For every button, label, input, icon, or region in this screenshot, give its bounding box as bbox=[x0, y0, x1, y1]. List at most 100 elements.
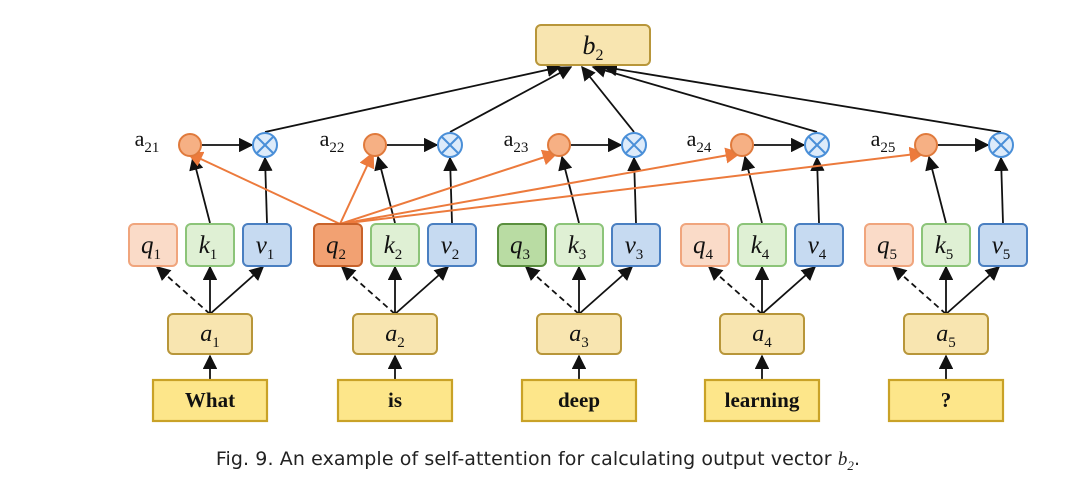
k1-label: k1 bbox=[199, 232, 218, 263]
v2-box bbox=[427, 223, 477, 267]
embedding-a2-box bbox=[352, 313, 438, 355]
figure-caption: Fig. 9. An example of self-attention for… bbox=[0, 448, 1076, 474]
a-to-q-arrow-5 bbox=[891, 266, 947, 315]
a-to-q-arrow-3 bbox=[524, 266, 580, 315]
q5-box bbox=[864, 223, 914, 267]
q3-label: q3 bbox=[510, 232, 530, 263]
multiply-to-b2-arrow-2 bbox=[449, 66, 573, 133]
score-a22-label: a22 bbox=[320, 126, 345, 156]
q2-to-score-a24-arrow bbox=[339, 147, 742, 225]
token-word-2: is bbox=[388, 388, 402, 412]
q4-label: q4 bbox=[693, 232, 714, 263]
k-to-score-arrow-3 bbox=[558, 155, 580, 224]
a-to-q-arrow-2 bbox=[340, 266, 396, 315]
q1-box bbox=[128, 223, 178, 267]
token-box-4 bbox=[703, 378, 821, 423]
k2-label: k2 bbox=[384, 232, 403, 263]
v1-label: v1 bbox=[256, 232, 275, 263]
k1-box bbox=[185, 223, 235, 267]
v4-label: v4 bbox=[808, 232, 827, 263]
multiply-cross-b-3 bbox=[625, 136, 643, 154]
v2-label: v2 bbox=[441, 232, 460, 263]
embedding-a4-box bbox=[719, 313, 805, 355]
score-a25-node bbox=[914, 133, 938, 157]
k4-box bbox=[737, 223, 787, 267]
multiply-to-b2-arrow-1 bbox=[264, 62, 562, 133]
multiply-node-5 bbox=[988, 132, 1014, 158]
token-box-2 bbox=[336, 378, 454, 423]
score-a24-node bbox=[730, 133, 754, 157]
q2-to-score-a21-arrow bbox=[186, 151, 341, 225]
k5-label: k5 bbox=[935, 232, 954, 263]
q2-to-score-a22-arrow bbox=[339, 151, 375, 225]
score-a22-node bbox=[363, 133, 387, 157]
multiply-cross-b-2 bbox=[441, 136, 459, 154]
a-to-v-arrow-3 bbox=[578, 266, 634, 315]
token-box-3 bbox=[520, 378, 638, 423]
embedding-a3-label: a3 bbox=[569, 321, 589, 351]
k3-label: k3 bbox=[568, 232, 587, 263]
caption-var: b bbox=[837, 449, 848, 470]
q2-to-score-a25-arrow bbox=[339, 146, 926, 225]
multiply-cross-b-5 bbox=[992, 136, 1010, 154]
output-b2-box bbox=[535, 24, 651, 66]
caption-prefix: Fig. 9. An example of self-attention for… bbox=[215, 448, 838, 470]
multiply-node-4 bbox=[804, 132, 830, 158]
q4-box bbox=[680, 223, 730, 267]
q2-box bbox=[313, 223, 363, 267]
score-a25-label: a25 bbox=[871, 126, 896, 156]
score-a23-label: a23 bbox=[504, 126, 529, 156]
token-word-5: ? bbox=[941, 388, 952, 412]
token-box-1 bbox=[151, 378, 269, 423]
embedding-a2-label: a2 bbox=[385, 321, 405, 351]
q2-label: q2 bbox=[326, 232, 346, 263]
q1-label: q1 bbox=[141, 232, 161, 263]
token-box-5 bbox=[887, 378, 1005, 423]
k3-box bbox=[554, 223, 604, 267]
embedding-a4-label: a4 bbox=[752, 321, 772, 351]
v-to-multiply-arrow-2 bbox=[443, 156, 458, 224]
multiply-node-3 bbox=[621, 132, 647, 158]
v4-box bbox=[794, 223, 844, 267]
a-to-v-arrow-4 bbox=[761, 266, 817, 315]
v1-box bbox=[242, 223, 292, 267]
a-to-q-arrow-4 bbox=[707, 266, 763, 315]
multiply-to-b2-arrow-4 bbox=[591, 63, 818, 133]
a-to-v-arrow-2 bbox=[394, 266, 450, 315]
multiply-to-b2-arrow-3 bbox=[581, 65, 635, 133]
a-to-q-arrow-1 bbox=[155, 266, 211, 315]
embedding-a3-box bbox=[536, 313, 622, 355]
embedding-a1-label: a1 bbox=[200, 321, 220, 351]
multiply-cross-b-4 bbox=[808, 136, 826, 154]
v-to-multiply-arrow-4 bbox=[810, 156, 825, 224]
k-to-score-arrow-2 bbox=[374, 155, 396, 224]
token-word-1: What bbox=[185, 388, 235, 412]
score-a21-node bbox=[178, 133, 202, 157]
v5-label: v5 bbox=[992, 232, 1011, 263]
q2-to-score-a23-arrow bbox=[339, 149, 559, 225]
v-to-multiply-arrow-5 bbox=[994, 156, 1009, 224]
embedding-a5-label: a5 bbox=[936, 321, 956, 351]
k-to-score-arrow-5 bbox=[925, 155, 947, 224]
q5-label: q5 bbox=[877, 232, 897, 263]
multiply-cross-b-1 bbox=[256, 136, 274, 154]
embedding-a5-box bbox=[903, 313, 989, 355]
k2-box bbox=[370, 223, 420, 267]
k-to-score-arrow-4 bbox=[741, 155, 763, 224]
token-word-3: deep bbox=[558, 388, 600, 412]
v3-box bbox=[611, 223, 661, 267]
embedding-a1-box bbox=[167, 313, 253, 355]
v-to-multiply-arrow-3 bbox=[627, 156, 642, 224]
a-to-v-arrow-5 bbox=[945, 266, 1001, 315]
score-a24-label: a24 bbox=[687, 126, 712, 156]
k-to-score-arrow-1 bbox=[189, 155, 211, 224]
q3-box bbox=[497, 223, 547, 267]
multiply-node-2 bbox=[437, 132, 463, 158]
caption-sub: 2 bbox=[847, 457, 855, 473]
score-a21-label: a21 bbox=[135, 126, 160, 156]
score-a23-node bbox=[547, 133, 571, 157]
k5-box bbox=[921, 223, 971, 267]
multiply-to-b2-arrow-5 bbox=[602, 61, 1002, 133]
